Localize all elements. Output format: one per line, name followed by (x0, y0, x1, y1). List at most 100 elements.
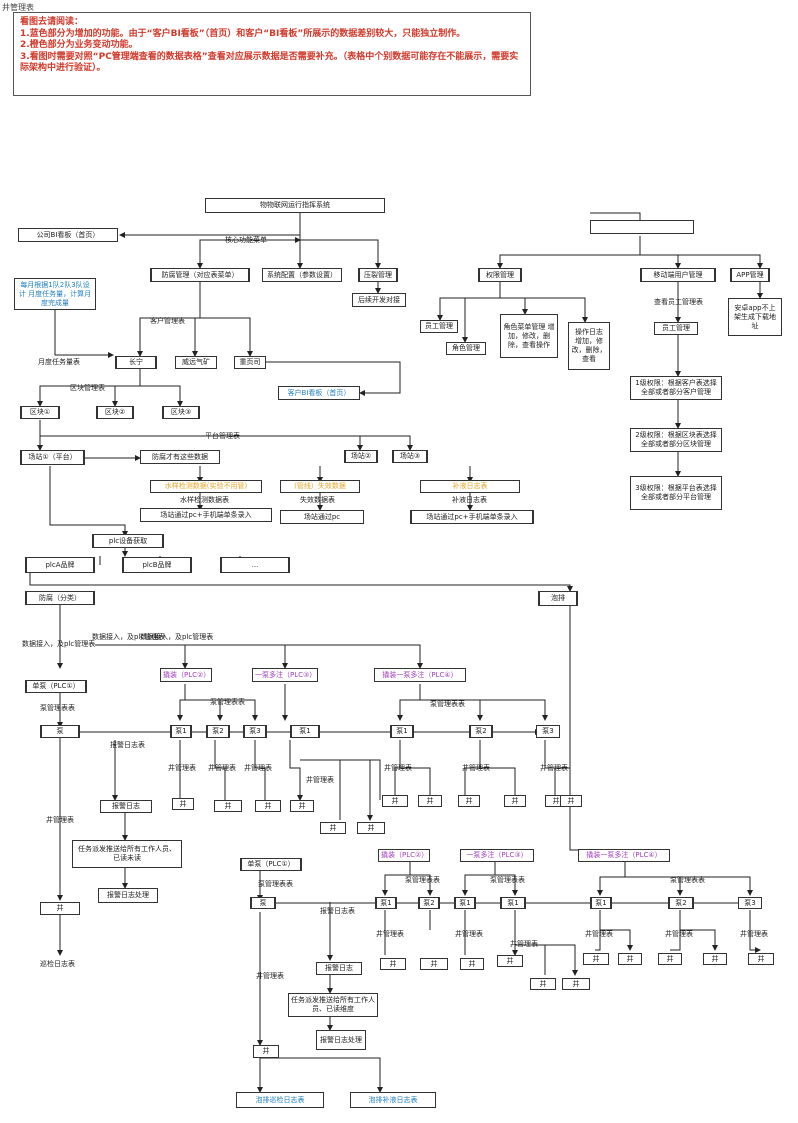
well-table-label-e: 井管理表 (384, 764, 412, 772)
pump-1-foam-skid-multi: 泵1 (590, 897, 612, 909)
well-b8: 井 (618, 953, 642, 965)
notice-heading: 看图去请阅读： (20, 17, 84, 27)
well-table-label-d: 井管理表 (306, 776, 334, 784)
well-table-label: 井管理表 (46, 816, 74, 824)
permission-level-2: 2级权限：根据区块表选择全部或者部分区块管理 (630, 428, 722, 452)
well-b2: 井 (420, 958, 448, 970)
chongqing: 重页司 (234, 356, 266, 369)
well-b6: 井 (562, 978, 590, 990)
failure-table-label: 失效数据表 (300, 496, 335, 504)
site-1: 场站①（平台） (20, 450, 85, 465)
foam-fill-log: 泡排补液日志表 (350, 1092, 436, 1108)
company-bi-board: 公司BI看板（首页） (18, 228, 118, 242)
well-table-label-j: 井管理表 (510, 940, 538, 948)
notice-line-2: 2.橙色部分为业务变动功能。 (20, 40, 138, 50)
block-2: 区块② (96, 406, 134, 419)
pump-table-label-1: 泵管理表表 (210, 698, 245, 706)
customer-bi-board: 客户BI看板（首页） (278, 386, 360, 400)
pump-1-skid-multi: 泵1 (390, 725, 414, 738)
well-table-label-a: 井管理表 (168, 764, 196, 772)
single-pump-pump-table-label: 泵管理表表 (40, 704, 75, 712)
pump-1-foam-skid: 泵1 (375, 897, 397, 909)
alarm-table-label-2: 报警日志表 (320, 907, 355, 915)
well-a7: 井 (382, 795, 408, 807)
alarm-handle-foam: 报警日志处理 (316, 1030, 366, 1050)
pump-single: 泵 (40, 725, 80, 738)
well-a12: 井 (560, 795, 582, 807)
block-3: 区块③ (162, 406, 200, 419)
site-2: 场站② (344, 450, 378, 463)
data-import-label-2: 数据接入，及plc管理表 (92, 633, 166, 641)
water-sample-data: 水样检测数据(实验不用管) (150, 480, 262, 493)
well-a1: 井 (172, 798, 194, 810)
one-pump-multi-plc3-foam: 一泵多注（PLC③） (460, 849, 534, 862)
view-staff-label: 查看员工管理表 (654, 298, 703, 306)
well-b3: 井 (460, 958, 484, 970)
prevention-data-only: 防腐才有这些数据 (140, 450, 220, 464)
pump-table-label-5: 泵管理表表 (490, 876, 525, 884)
permission-level-3: 3级权限：根据平台表选择全部或者部分平台管理 (630, 476, 722, 510)
pump-1-foam-one-b: 泵1 (500, 897, 526, 909)
well-table-label-i: 井管理表 (455, 930, 483, 938)
task-dispatch: 任务派发推送给所有工作人员、已读未读 (72, 840, 182, 868)
pump-1-one-multi: 泵1 (290, 725, 320, 738)
foam-patrol-log: 泡排巡检日志表 (236, 1092, 324, 1108)
well-b11: 井 (748, 953, 774, 965)
filling-entry: 场站通过pc+手机端单条录入 (410, 510, 534, 524)
pump-table-label-3: 泵管理表表 (258, 880, 293, 888)
alarm-log: 报警日志 (100, 800, 152, 813)
staff-mgmt-mobile: 员工管理 (654, 322, 698, 335)
app-mgmt: APP管理 (730, 268, 770, 282)
patrol-log: 巡检日志表 (40, 960, 75, 968)
one-pump-multi-plc3: 一泵多注（PLC③） (252, 668, 318, 682)
well-a6: 井 (357, 822, 385, 834)
foam-category: 泡排 (538, 591, 578, 606)
notice-line-1: 1.蓝色部分为增加的功能。由于“客户BI看板”（首页）和客户“BI看板”所展示的… (20, 28, 466, 39)
root-system: 物物联网运行指挥系统 (205, 198, 385, 213)
single-pump-plc1-foam: 单泵（PLC①） (240, 858, 302, 871)
plc-brand-more: ... (220, 557, 290, 573)
data-import-label-1: 数据接入，及plc管理表 (22, 640, 96, 648)
role-menu-mgmt: 角色菜单管理 增加，修改，删除，查看操作 (500, 314, 558, 358)
prevention-mgmt: 防腐管理（对应表菜单） (150, 268, 250, 282)
plc-brand-b: plcB品牌 (122, 557, 192, 573)
well-b1: 井 (380, 958, 406, 970)
role-mgmt: 角色管理 (446, 342, 486, 355)
well-table-label-f: 井管理表 (462, 764, 490, 772)
well-b5: 井 (530, 978, 556, 990)
well-table-label-2: 井管理表 (256, 972, 284, 980)
core-menu-label: 核心功能菜单 (225, 236, 267, 244)
permission-level-1: 1级权限：根据客户表选择全部或者部分客户管理 (630, 376, 722, 400)
changning: 长宁 (115, 356, 157, 369)
pump-2-skid: 泵2 (206, 725, 230, 738)
well-a4: 井 (290, 800, 314, 812)
well-foam: 井 (253, 1045, 279, 1058)
pipeline-failure-data: (管线）失效数据 (280, 480, 360, 493)
well-b9: 井 (658, 953, 682, 965)
pump-1-skid: 泵1 (170, 725, 192, 738)
system-config: 系统配置（参数设置） (262, 268, 342, 282)
pressure-mgmt: 压裂管理 (358, 268, 398, 282)
skid-one-multi-plc4-foam: 撬装一泵多注（PLC④） (578, 849, 670, 862)
pump-2-foam-skid-multi: 泵2 (668, 897, 694, 909)
pump-table-label-6: 泵管理表表 (670, 876, 705, 884)
pump-table-label-2: 泵管理表表 (430, 700, 465, 708)
plc-brand-a: plcA品牌 (25, 557, 95, 573)
pump-3-skid-multi: 泵3 (536, 725, 560, 738)
water-entry: 场站通过pc+手机端单条录入 (140, 508, 272, 522)
water-table-label: 水样检测数据表 (180, 496, 229, 504)
well-a8: 井 (418, 795, 442, 807)
platform-table-label: 平台管理表 (205, 432, 240, 440)
well-b7: 井 (583, 953, 609, 965)
well-table-label-c: 井管理表 (244, 764, 272, 772)
prevention-category: 防腐（分类） (25, 591, 95, 605)
well-b4: 井 (497, 955, 523, 967)
well-table-label-h: 井管理表 (376, 930, 404, 938)
monthly-task-label: 月度任务量表 (38, 358, 80, 366)
well-table-label-k: 井管理表 (585, 930, 613, 938)
operation-log: 操作日志 增加，修改，删除，查看 (568, 322, 610, 370)
site-3: 场站③ (392, 450, 428, 463)
pump-foam: 泵 (250, 897, 276, 909)
monthly-plan: 每月根据1队2队3队设计 月度任务量，计算月度完成量 (14, 278, 96, 310)
well-table-label-g: 井管理表 (540, 764, 568, 772)
